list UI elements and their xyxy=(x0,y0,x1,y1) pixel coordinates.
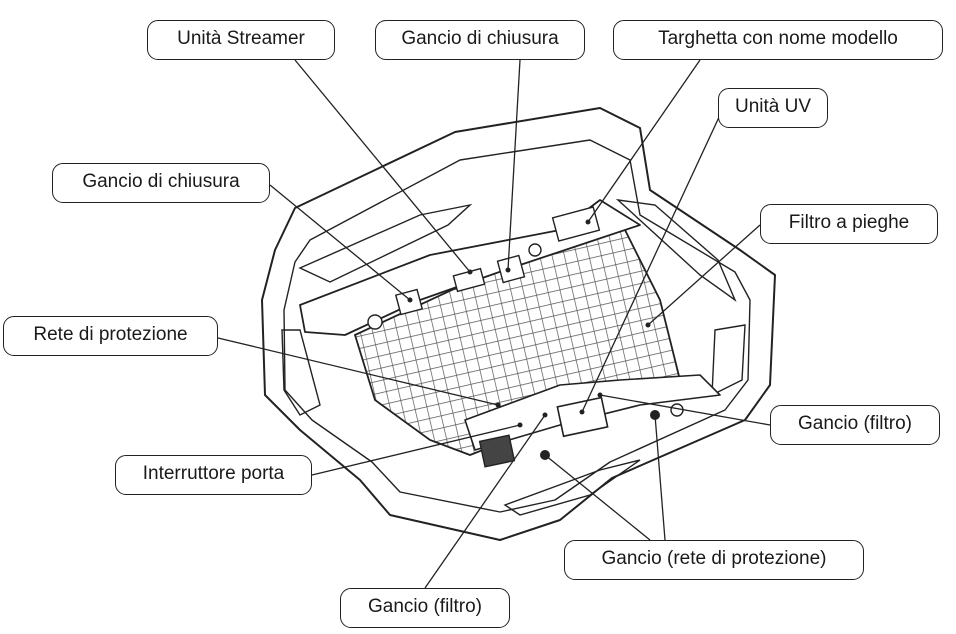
housing-inner-rim xyxy=(283,139,751,513)
label-hook-protection-net: Gancio (rete di protezione) xyxy=(564,540,864,580)
leader-protection-net xyxy=(217,337,499,406)
label-protection-net: Rete di protezione xyxy=(3,316,218,356)
leader-endpoints xyxy=(407,219,651,428)
leader-pleated-filter xyxy=(647,224,761,326)
model-nameplate-plate xyxy=(551,206,601,242)
leader-lines xyxy=(217,59,771,589)
closing-hook-top-part xyxy=(496,254,526,284)
outlet-top-right xyxy=(615,199,737,303)
leader-uv-unit xyxy=(581,114,721,413)
leader-closing-hook-top xyxy=(507,59,521,271)
screw-plate-2 xyxy=(528,243,542,257)
uv-unit-box xyxy=(556,396,609,438)
air-outlets xyxy=(281,199,746,516)
outlet-left xyxy=(281,329,321,416)
streamer-unit-box xyxy=(452,267,486,293)
leader-hook-net-a xyxy=(544,454,651,541)
screw-plate xyxy=(367,314,383,330)
leader-hook-filter-right xyxy=(599,394,771,426)
leader-streamer-unit xyxy=(294,59,471,273)
leader-closing-hook-left xyxy=(269,184,411,301)
leader-hook-filter-bottom xyxy=(424,414,546,589)
label-closing-hook-left: Gancio di chiusura xyxy=(52,163,270,203)
outlet-top-left xyxy=(298,203,473,283)
outlet-bottom xyxy=(503,459,641,516)
outlet-right xyxy=(711,324,746,397)
label-pleated-filter: Filtro a pieghe xyxy=(760,204,938,244)
leader-door-switch xyxy=(311,424,521,476)
door-switch-box xyxy=(478,434,516,468)
label-hook-filter-right: Gancio (filtro) xyxy=(770,405,940,445)
label-closing-hook-top: Gancio di chiusura xyxy=(375,20,585,60)
label-hook-filter-bottom: Gancio (filtro) xyxy=(340,588,510,628)
front-plate xyxy=(299,199,641,336)
leader-hook-net-b xyxy=(654,414,666,541)
screw-corner xyxy=(670,403,684,417)
label-model-nameplate: Targhetta con nome modello xyxy=(613,20,943,60)
label-streamer-unit: Unità Streamer xyxy=(147,20,335,60)
leader-model-nameplate xyxy=(587,59,701,223)
label-door-switch: Interruttore porta xyxy=(115,455,312,495)
label-uv-unit: Unità UV xyxy=(718,88,828,128)
